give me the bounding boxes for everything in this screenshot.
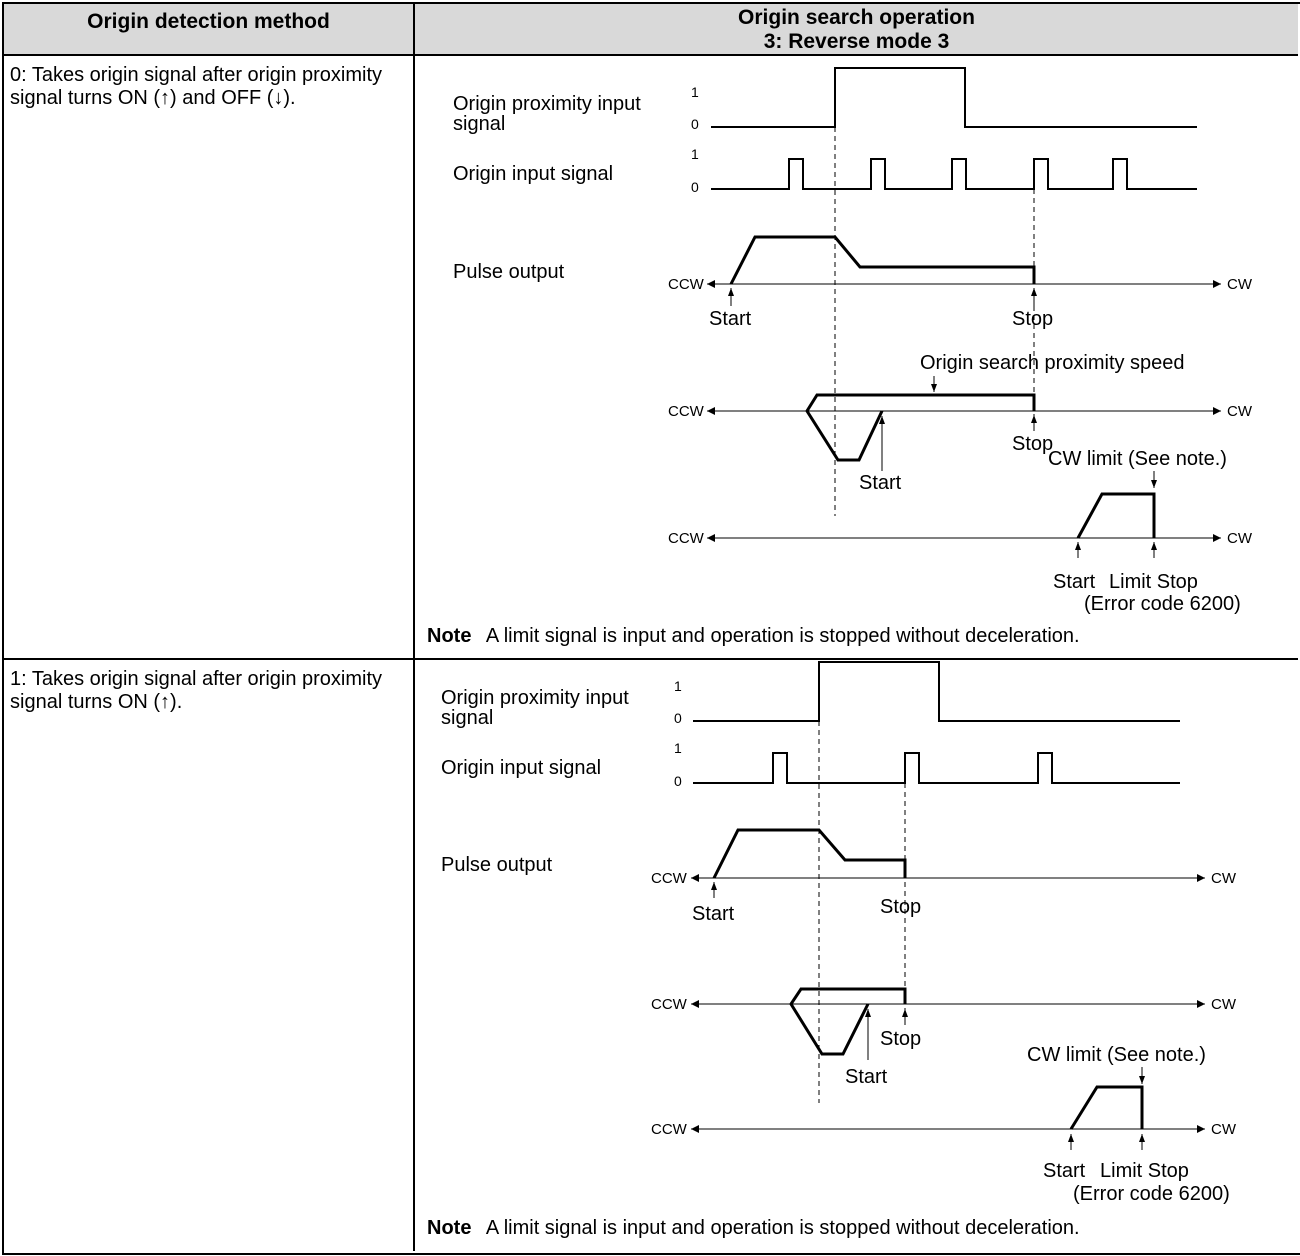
row2-pulse-profile-3: [1069, 1085, 1144, 1130]
row1-prox-label-2: signal: [453, 113, 505, 135]
row2-axis-2-cw-arrow: [1197, 1000, 1205, 1008]
row2-axis-1-cw-arrow: [1197, 874, 1205, 882]
row1-pulse-profile-2: [805, 393, 1036, 462]
row2-axis-1-ccw-arrow: [691, 874, 699, 882]
row1-axis-2-cw-arrow: [1213, 407, 1221, 415]
header-operation-mode: 3: Reverse mode 3: [763, 30, 950, 53]
row2-origin-waveform: [693, 752, 1180, 784]
header-method-title: Origin detection method: [87, 10, 330, 33]
row1-origin-label: Origin input signal: [453, 163, 613, 185]
row2-prox-waveform: [693, 661, 1180, 722]
row2-error-code: (Error code 6200): [1073, 1183, 1230, 1205]
row1-axis-1-ccw-arrow: [707, 280, 715, 288]
row2-diagram-cell: Origin proximity input signal Origin inp…: [415, 660, 1298, 1251]
row2-start-3: Start: [1043, 1160, 1086, 1182]
row1-origin-high: 1: [691, 146, 699, 162]
row2-cw-limit-label: CW limit (See note.): [1027, 1044, 1206, 1066]
row1-axis-1-ccw: CCW: [668, 276, 705, 293]
row2-origin-low: 0: [674, 773, 682, 789]
row2-axis-2-ccw-arrow: [691, 1000, 699, 1008]
row2-prox-label-1: Origin proximity input: [441, 687, 629, 709]
row2-prox-label-2: signal: [441, 707, 493, 729]
row1-axis-3-cw-arrow: [1213, 534, 1221, 542]
row2-pulse-label: Pulse output: [441, 854, 553, 876]
row1-stop-2: Stop: [1012, 433, 1053, 455]
row1-start-2: Start: [859, 472, 902, 494]
row2-prox-low: 0: [674, 710, 682, 726]
row2-method-text: 1: Takes origin signal after origin prox…: [10, 668, 383, 713]
row2-axis-3-cw-arrow: [1197, 1125, 1205, 1133]
row2-axis-3-ccw-arrow: [691, 1125, 699, 1133]
header-operation-title: Origin search operation: [738, 6, 975, 29]
row2-axis-1-ccw: CCW: [651, 870, 688, 887]
row2-note-text: A limit signal is input and operation is…: [486, 1217, 1080, 1239]
row1-limit-stop: Limit Stop: [1109, 571, 1198, 593]
row2-method-cell: 1: Takes origin signal after origin prox…: [4, 660, 415, 1251]
row2-prox-high: 1: [674, 678, 682, 694]
row1-note-text: A limit signal is input and operation is…: [486, 625, 1080, 647]
row1-note-label: Note: [427, 625, 471, 647]
row1-axis-1-cw-arrow: [1213, 280, 1221, 288]
row1-axis-2-ccw-arrow: [707, 407, 715, 415]
row2-origin-high: 1: [674, 740, 682, 756]
row1-prox-label-1: Origin proximity input: [453, 93, 641, 115]
row2-note-label: Note: [427, 1217, 471, 1239]
row1-axis-2-ccw: CCW: [668, 403, 705, 420]
row1-prox-low: 0: [691, 116, 699, 132]
row1-start-1: Start: [709, 308, 752, 330]
row2-start-2: Start: [845, 1066, 888, 1088]
row2-timing-diagram: Origin proximity input signal Origin inp…: [427, 661, 1237, 1239]
row1-pulse-profile-3: [1076, 492, 1156, 539]
row2-pulse-profile-1: [712, 828, 907, 879]
row1-prox-speed-label: Origin search proximity speed: [920, 352, 1185, 374]
row1-axis-3-ccw-arrow: [707, 534, 715, 542]
row1-cw-limit-label: CW limit (See note.): [1048, 448, 1227, 470]
row1-method-cell: 0: Takes origin signal after origin prox…: [4, 56, 415, 660]
row2-axis-2-cw: CW: [1211, 996, 1237, 1013]
row2-start-1: Start: [692, 903, 735, 925]
row1-timing-diagram: Origin proximity input signal Origin inp…: [427, 67, 1253, 647]
row2-axis-2-ccw: CCW: [651, 996, 688, 1013]
row1-method-text: 0: Takes origin signal after origin prox…: [10, 64, 383, 109]
row1-note: Note A limit signal is input and operati…: [427, 625, 1080, 647]
row1-diagram-cell: Origin proximity input signal Origin inp…: [415, 56, 1298, 660]
row1-origin-waveform: [711, 158, 1197, 190]
row2-stop-2: Stop: [880, 1028, 921, 1050]
row1-prox-high: 1: [691, 84, 699, 100]
row1-pulse-label: Pulse output: [453, 261, 565, 283]
row2-stop-1: Stop: [880, 896, 921, 918]
header-method-cell: Origin detection method: [4, 4, 415, 56]
row2-axis-3-ccw: CCW: [651, 1121, 688, 1138]
row1-error-code: (Error code 6200): [1084, 593, 1241, 615]
row1-axis-1-cw: CW: [1227, 276, 1253, 293]
row2-limit-stop: Limit Stop: [1100, 1160, 1189, 1182]
row1-stop-1: Stop: [1012, 308, 1053, 330]
row1-prox-waveform: [711, 67, 1197, 128]
row1-axis-2-cw: CW: [1227, 403, 1253, 420]
row2-axis-3-cw: CW: [1211, 1121, 1237, 1138]
row1-pulse-profile-1: [729, 235, 1036, 285]
row1-axis-3-cw: CW: [1227, 530, 1253, 547]
row1-start-3: Start: [1053, 571, 1096, 593]
row1-axis-3-ccw: CCW: [668, 530, 705, 547]
row2-note: Note A limit signal is input and operati…: [427, 1217, 1080, 1239]
row2-origin-label: Origin input signal: [441, 757, 601, 779]
row2-axis-1-cw: CW: [1211, 870, 1237, 887]
row2-pulse-profile-2: [789, 987, 907, 1056]
header-operation-cell: Origin search operation 3: Reverse mode …: [415, 4, 1298, 56]
row1-origin-low: 0: [691, 179, 699, 195]
